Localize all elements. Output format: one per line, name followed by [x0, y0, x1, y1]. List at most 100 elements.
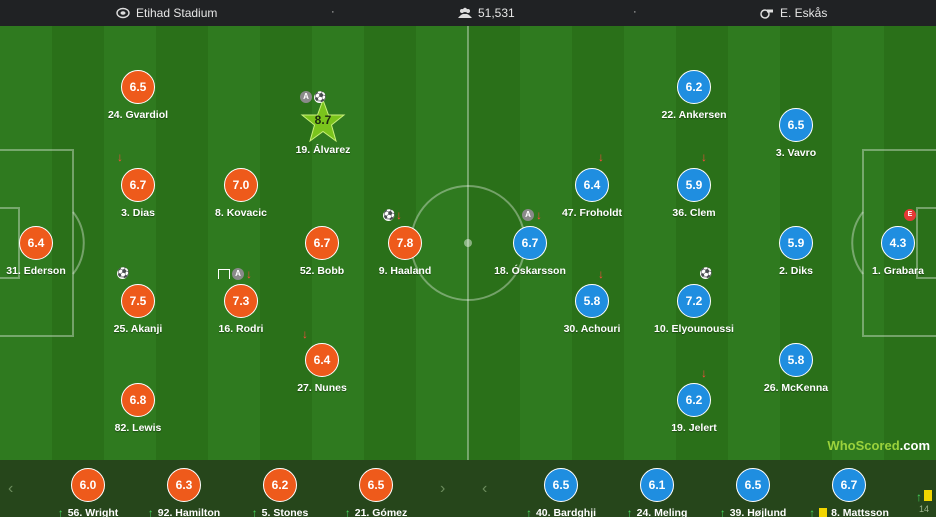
player-name: 18. Óskarsson	[494, 265, 566, 277]
player-rating: 5.9	[779, 226, 813, 260]
sub-in-icon: ↑	[251, 506, 258, 517]
home-player[interactable]: 7.5 25. Akanji	[83, 284, 193, 335]
separator: ·	[331, 6, 335, 18]
away-bench-prev-button[interactable]: ‹	[482, 480, 488, 497]
home-player[interactable]: 6.5 24. Gvardiol	[83, 70, 193, 121]
pitch: 6.5 24. Gvardiol 6.7 3. Dias 6.4 31. Ede…	[0, 26, 936, 460]
sub-out-icon: ↓	[536, 208, 542, 222]
player-rating: 6.4	[19, 226, 53, 260]
event-icons: ⚽ ↓	[383, 209, 402, 221]
player-rating: 6.0	[71, 468, 105, 502]
player-name: 3. Vavro	[775, 147, 817, 159]
player-rating: 7.0	[224, 168, 258, 202]
home-substitute[interactable]: 6.3 ↑92. Hamilton	[144, 468, 224, 517]
goal-ball-icon: ⚽	[314, 91, 327, 103]
home-player[interactable]: 7.0 8. Kovacic	[186, 168, 296, 219]
event-icons: A ↓	[218, 268, 252, 280]
away-player[interactable]: 5.8 30. Achouri	[537, 284, 647, 335]
away-player[interactable]: 6.2 19. Jelert	[639, 383, 749, 434]
stadium-name: Etihad Stadium	[136, 6, 218, 20]
crowd-icon	[458, 7, 472, 18]
player-rating: 6.2	[263, 468, 297, 502]
player-rating: 6.5	[359, 468, 393, 502]
home-substitute[interactable]: 6.2 ↑5. Stones	[240, 468, 320, 517]
player-rating: 6.3	[167, 468, 201, 502]
player-name: 47. Froholdt	[561, 207, 623, 219]
home-player[interactable]: 6.7 52. Bobb	[267, 226, 377, 277]
sub-in-icon: ↑	[344, 506, 351, 517]
player-name: 25. Akanji	[113, 323, 163, 335]
home-player[interactable]: 6.8 82. Lewis	[83, 383, 193, 434]
captain-icon: A	[522, 209, 534, 221]
away-player[interactable]: 6.2 22. Ankersen	[639, 70, 749, 121]
player-rating: 5.8	[779, 343, 813, 377]
sub-in-icon: ↑	[57, 506, 64, 517]
yellow-card-icon	[819, 507, 828, 517]
home-substitute[interactable]: 6.5 ↑21. Gómez	[336, 468, 416, 517]
player-name: 9. Haaland	[378, 265, 432, 277]
player-rating: 6.5	[736, 468, 770, 502]
home-bench-next-button[interactable]: ›	[440, 480, 446, 497]
home-player[interactable]: 6.4 27. Nunes	[267, 343, 377, 394]
captain-icon: A	[232, 268, 244, 280]
away-substitute[interactable]: 6.7 ↑8. Mattsson	[809, 468, 889, 517]
away-player[interactable]: 4.3 1. Grabara	[843, 226, 936, 277]
player-name: 40. Bardghji	[535, 507, 597, 517]
player-rating: 5.9	[677, 168, 711, 202]
sub-in-icon: ↑	[719, 506, 726, 517]
player-rating: 6.2	[677, 383, 711, 417]
player-rating: 6.7	[305, 226, 339, 260]
home-player[interactable]: 7.3 16. Rodri	[186, 284, 296, 335]
away-substitute[interactable]: ↑14	[912, 468, 936, 514]
player-name: 27. Nunes	[297, 382, 347, 394]
player-rating: 6.7	[513, 226, 547, 260]
captain-icon: A	[300, 91, 312, 103]
sub-out-icon: ↓	[117, 150, 123, 164]
player-name: 31. Ederson	[6, 265, 66, 277]
player-name: 5. Stones	[261, 507, 309, 517]
referee-name: E. Eskås	[780, 6, 828, 20]
home-substitute[interactable]: 6.0 ↑56. Wright	[48, 468, 128, 517]
sub-out-icon: ↓	[246, 267, 252, 281]
away-player[interactable]: 6.7 18. Óskarsson	[475, 226, 585, 277]
player-name: 26. McKenna	[763, 382, 829, 394]
player-name: 30. Achouri	[563, 323, 621, 335]
assist-goal-icon	[218, 269, 230, 279]
player-name: 21. Gómez	[354, 507, 408, 517]
sub-in-icon: ↑	[809, 506, 816, 517]
player-name: 92. Hamilton	[157, 507, 221, 517]
player-number: 14	[918, 504, 929, 514]
away-substitute[interactable]: 6.5 ↑39. Højlund	[713, 468, 793, 517]
player-rating: 7.8	[388, 226, 422, 260]
away-substitute[interactable]: 6.1 ↑24. Meling	[617, 468, 697, 517]
away-player[interactable]: 5.8 26. McKenna	[741, 343, 851, 394]
away-substitute[interactable]: 6.5 ↑40. Bardghji	[521, 468, 601, 517]
player-rating: 7.2	[677, 284, 711, 318]
away-player[interactable]: 6.4 47. Froholdt	[537, 168, 647, 219]
player-rating: 7.3	[224, 284, 258, 318]
away-player[interactable]: 6.5 3. Vavro	[741, 108, 851, 159]
home-player-motm[interactable]: 8.7 19. Álvarez	[268, 98, 378, 156]
player-rating: 5.8	[575, 284, 609, 318]
error-icon: E	[904, 209, 916, 221]
player-rating: 6.2	[677, 70, 711, 104]
player-name: 2. Diks	[779, 265, 813, 277]
home-player[interactable]: 7.8 9. Haaland	[350, 226, 460, 277]
player-name: 36. Clem	[672, 207, 716, 219]
sub-in-icon: ↑	[147, 506, 154, 517]
away-player[interactable]: 5.9 2. Diks	[741, 226, 851, 277]
player-rating: 6.5	[121, 70, 155, 104]
event-icons: A ↓	[522, 209, 542, 221]
player-rating: 6.5	[779, 108, 813, 142]
away-player[interactable]: 5.9 36. Clem	[639, 168, 749, 219]
referee-info: E. Eskås	[760, 0, 827, 26]
away-player[interactable]: 7.2 10. Elyounoussi	[639, 284, 749, 335]
event-icons: ⚽	[117, 268, 130, 279]
yellow-card-icon	[924, 490, 932, 501]
home-player[interactable]: 6.7 3. Dias	[83, 168, 193, 219]
goal-ball-icon: ⚽	[117, 268, 130, 279]
player-name: 82. Lewis	[114, 422, 162, 434]
home-bench-prev-button[interactable]: ‹	[8, 480, 14, 497]
home-player[interactable]: 6.4 31. Ederson	[0, 226, 91, 277]
sub-out-icon: ↓	[598, 150, 604, 164]
